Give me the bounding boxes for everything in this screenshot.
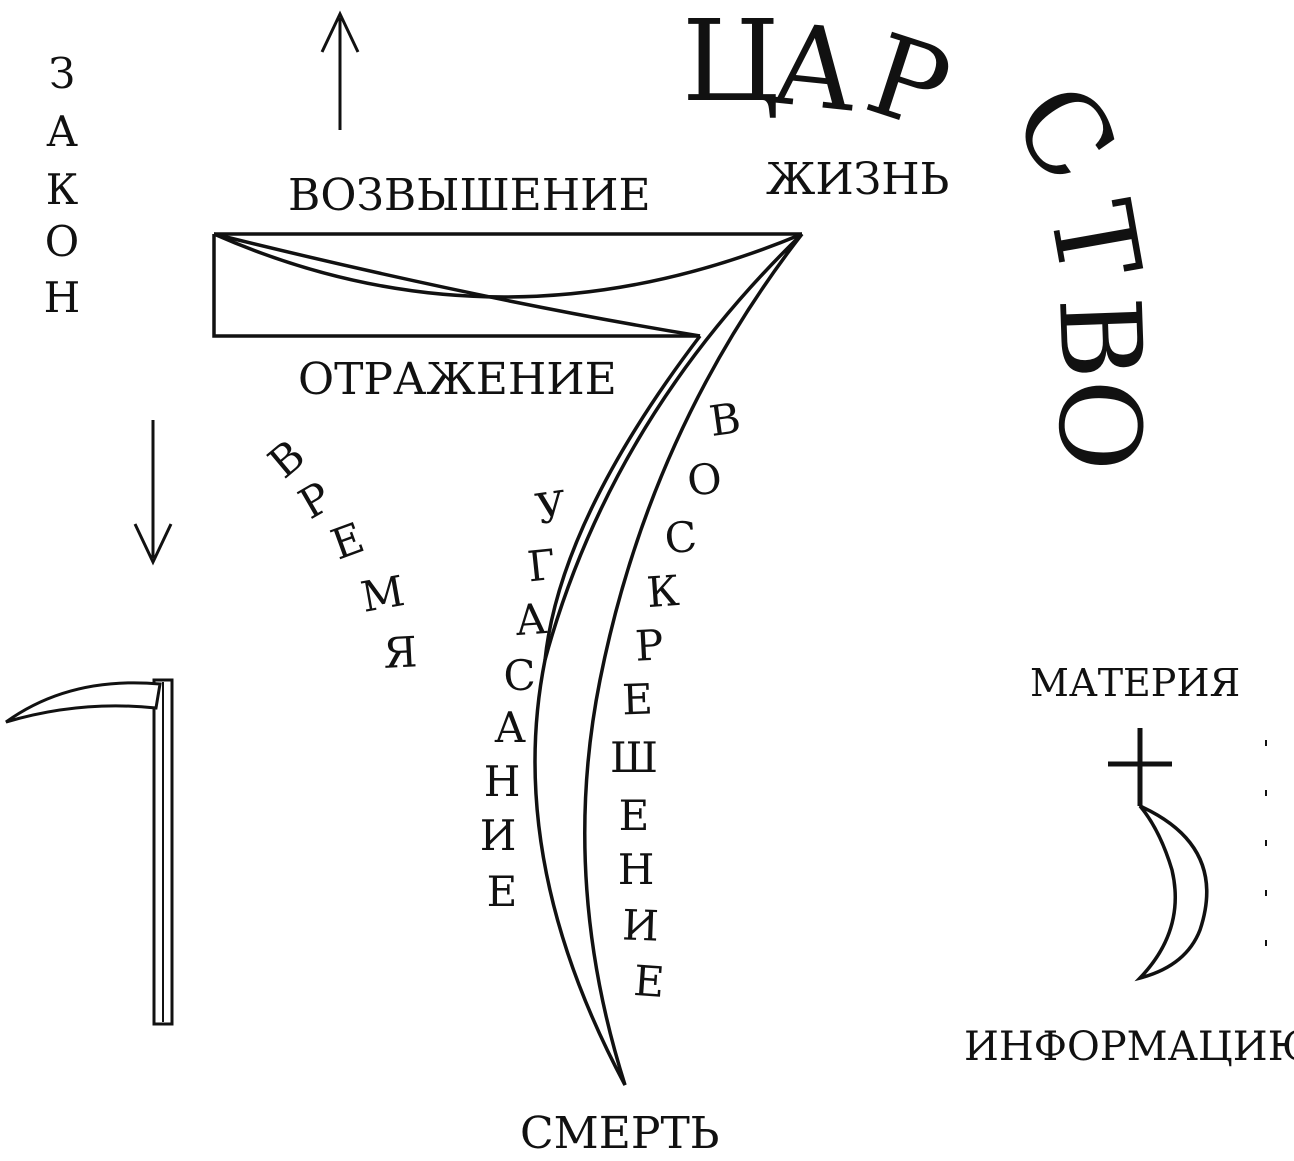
title-tsarstvo: Ц А Р С Т В О [682,0,1166,473]
label-informatsiyu: ИНФОРМАЦИЮ [964,1024,1294,1070]
ugasanie-letter: Е [487,867,518,916]
zakon-letter: Н [44,273,81,322]
voskreshenie-letter: В [706,393,743,446]
vremya-letter: Е [325,513,371,570]
title-letter: С [986,61,1142,206]
ugasanie-letter: У [533,481,570,534]
vremya-letter: Я [382,627,418,678]
label-otrazhenie: ОТРАЖЕНИЕ [298,354,617,405]
arrow-down-icon [133,420,173,566]
ugasanie-letter: Н [484,757,521,806]
voskreshenie-letter: Ш [610,733,658,782]
zakon-letter: К [46,165,79,214]
label-vremya: В Р Е М Я [259,430,418,678]
voskreshenie-letter: И [621,900,659,950]
label-vozvyshenie: ВОЗВЫШЕНИЕ [288,170,651,221]
voskreshenie-letter: Е [632,956,666,1007]
label-voskreshenie: В О С К Р Е Ш Е Н И Е [610,393,744,1007]
arrow-up-icon [320,10,360,130]
label-ugasanie: У Г А С А Н И Е [480,481,570,916]
voskreshenie-letter: О [685,453,724,505]
zakon-letter: А [46,107,78,156]
zakon-letter: О [45,217,79,266]
title-letter: Р [853,10,965,157]
label-zakon: З А К О Н [44,49,81,322]
title-letter: А [766,0,864,138]
label-materiya: МАТЕРИЯ [1030,661,1240,705]
title-letter: Ц [682,0,780,127]
voskreshenie-letter: С [663,512,699,564]
title-letter: В [1033,294,1166,381]
ugasanie-letter: Г [525,540,558,592]
voskreshenie-letter: Е [621,674,653,724]
voskreshenie-letter: Р [634,620,665,670]
voskreshenie-letter: Е [619,791,650,840]
zakon-letter: З [49,49,75,98]
ugasanie-letter: А [494,703,526,752]
voskreshenie-letter: К [645,566,681,617]
vremya-letter: М [357,566,408,622]
label-smert: СМЕРТЬ [520,1108,719,1156]
ugasanie-letter: А [513,594,548,645]
ugasanie-letter: И [480,811,517,860]
label-zhizn: ЖИЗНЬ [766,154,949,205]
title-letter: О [1032,377,1165,473]
scythe-icon [5,678,174,1026]
saturn-symbol-icon [1108,728,1209,982]
voskreshenie-letter: Н [618,845,655,894]
seven-figure [212,232,804,1086]
title-letter: Т [1023,192,1164,288]
ugasanie-letter: С [503,650,537,700]
